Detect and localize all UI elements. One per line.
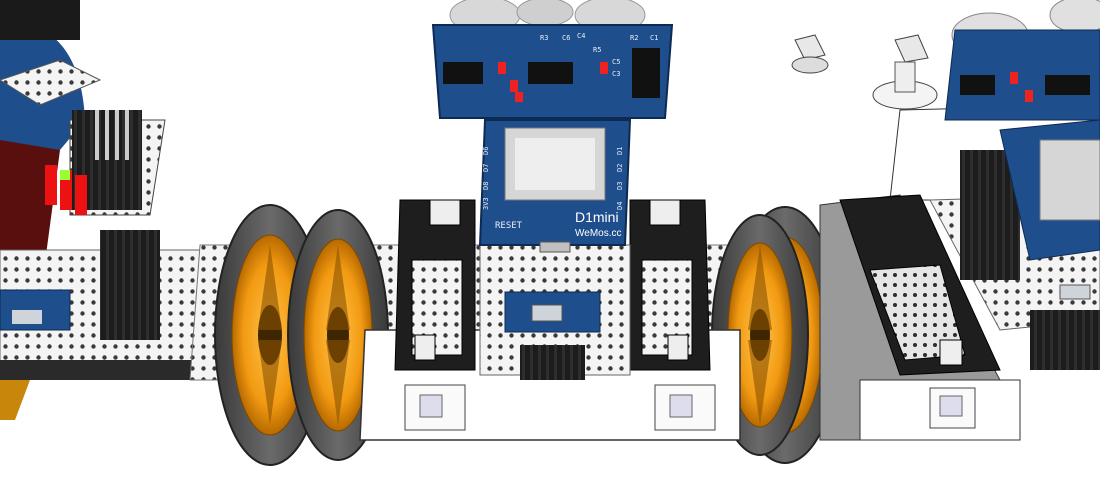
- pin-label: D2: [616, 164, 624, 172]
- pin-label: D7: [482, 164, 490, 172]
- caster-icon: [872, 34, 938, 110]
- left-side-header: [100, 230, 160, 340]
- chassis-mount-right-robot-window: [939, 395, 963, 417]
- left-header-pins: [45, 110, 142, 215]
- usb-port-icon: [1059, 284, 1091, 300]
- usb-port-icon: [531, 304, 563, 322]
- sensor-chip: [960, 75, 995, 95]
- chassis-mount-left-window: [419, 394, 443, 418]
- reset-label: RESET: [495, 221, 523, 231]
- sensor-chip: [1045, 75, 1090, 95]
- board-title: D1mini: [575, 209, 619, 225]
- sensor-label: R3: [540, 34, 548, 42]
- left-robot: [0, 0, 221, 420]
- pin-label: D1: [616, 147, 624, 155]
- sensor-label: R2: [630, 34, 638, 42]
- sensor-label: C3: [612, 70, 620, 78]
- pin-label: D3: [616, 182, 624, 190]
- caster-icon: [791, 34, 829, 74]
- sensor-label: C6: [562, 34, 570, 42]
- d1-mini-board: RESET D1mini WeMos.cc 3V3 D8 D7 D6 D4 D3…: [478, 119, 632, 253]
- battery-holder-icon: [629, 199, 711, 371]
- usb-port-icon: [539, 241, 571, 253]
- sensor-label: C1: [650, 34, 658, 42]
- pin-label: D4: [616, 202, 624, 210]
- left-chassis-edge: [0, 360, 200, 380]
- right-esp-shield: [1039, 139, 1100, 221]
- pin-label: D8: [482, 182, 490, 190]
- battery-holder-icon: [394, 199, 476, 371]
- sensor-label: R5: [593, 46, 601, 54]
- sensor-label: C5: [612, 58, 620, 66]
- right-bottom-header: [1030, 310, 1100, 370]
- sensor-chip: [528, 62, 573, 84]
- ultrasonic-sensor-icon: R3 C6 C4 R5 R2 C1 C3 C5: [431, 0, 674, 119]
- board-brand: WeMos.cc: [575, 228, 622, 239]
- esp-module-face: [515, 138, 595, 190]
- left-perfboard-top: [0, 59, 102, 106]
- pin-labels-left: 3V3 D8 D7 D6: [482, 147, 490, 210]
- center-robot: RESET D1mini WeMos.cc 3V3 D8 D7 D6 D4 D3…: [189, 0, 841, 466]
- right-robot: [791, 0, 1100, 441]
- center-bottom-header: [520, 345, 585, 380]
- pin-label: D6: [482, 147, 490, 155]
- ultrasonic-sensor-icon: [944, 29, 1100, 121]
- chassis-mount-right-window: [669, 394, 693, 418]
- sensor-chip: [443, 62, 483, 84]
- left-robot-top-block: [0, 0, 80, 40]
- usb-port-icon: [12, 310, 42, 324]
- right-sensor-dome: [1049, 0, 1100, 34]
- left-wheel-fragment: [0, 380, 30, 420]
- pin-label: 3V3: [482, 197, 490, 210]
- battery-holder-icon: [839, 194, 1001, 376]
- sensor-label: C4: [577, 32, 585, 40]
- sensor-chip: [632, 48, 660, 98]
- pin-labels-right: D4 D3 D2 D1: [616, 147, 624, 210]
